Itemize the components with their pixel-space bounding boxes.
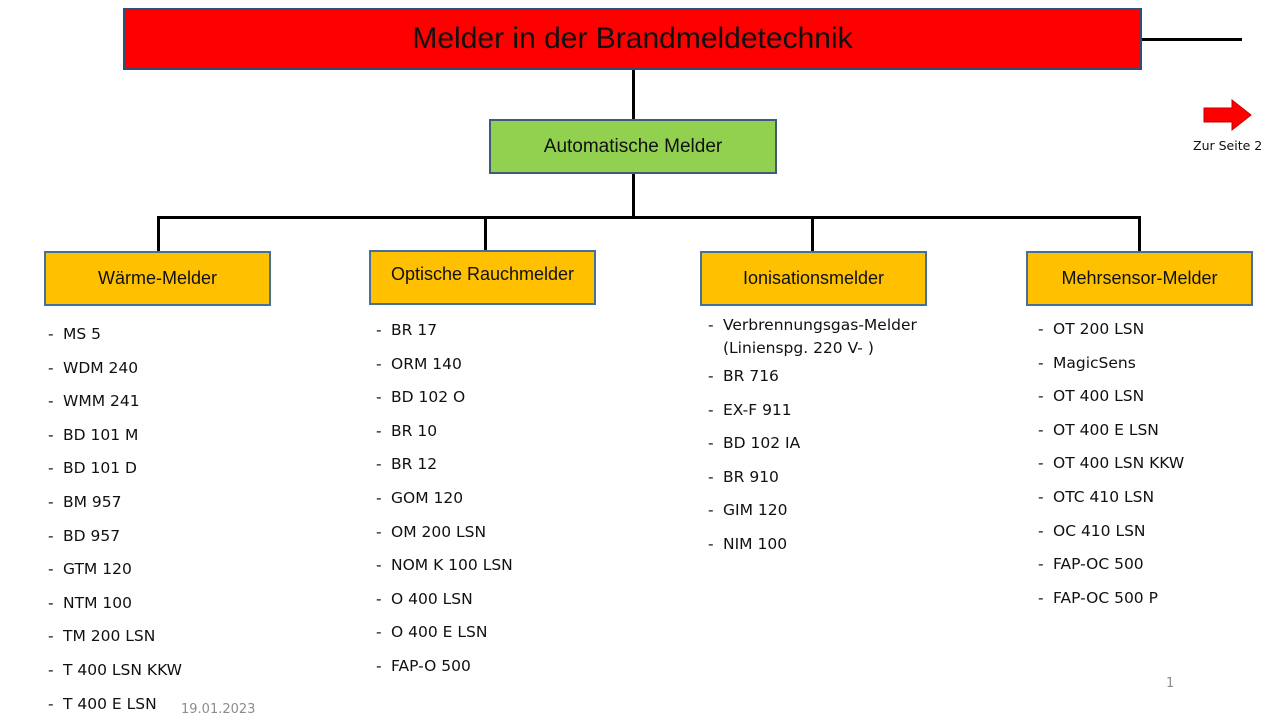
list-item: -BR 12 (376, 455, 438, 474)
list-item: -GIM 120 (708, 501, 788, 520)
list-item: -BR 10 (376, 421, 438, 440)
footer-date: 19.01.2023 (181, 702, 256, 717)
list-item: -EX-F 911 (708, 400, 792, 419)
connector-auto-to-bus (632, 174, 635, 218)
list-item: -WMM 241 (48, 392, 140, 411)
list-item: - Verbrennungsgas-Melder(Linienspg. 220 … (708, 316, 917, 357)
automatic-detectors-label: Automatische Melder (543, 135, 723, 157)
list-item: -NTM 100 (48, 593, 132, 612)
list-item: -BD 102 O (376, 388, 466, 407)
list-item: -BR 716 (708, 367, 779, 385)
list-item: -T 400 LSN KKW (48, 660, 183, 679)
list-item: -TM 200 LSN (48, 627, 156, 646)
list-item: -BD 101 M (48, 425, 139, 444)
list-item: -OTC 410 LSN (1038, 487, 1155, 506)
connector-title-to-auto (632, 70, 635, 119)
list-item: -BM 957 (48, 492, 122, 511)
category-ionisation-detectors: Ionisationsmelder (700, 251, 927, 306)
connector-drop-3 (811, 216, 814, 252)
list-item: -BD 102 IA (708, 434, 801, 453)
list-item: -WDM 240 (48, 358, 139, 377)
multisensor-detector-list: -OT 200 LSN -MagicSens -OT 400 LSN -OT 4… (1038, 320, 1184, 622)
page-title-box: Melder in der Brandmeldetechnik (123, 8, 1142, 70)
list-item: -O 400 E LSN (376, 623, 488, 642)
list-item: -OC 410 LSN (1038, 521, 1146, 540)
title-side-line (1142, 38, 1242, 41)
arrow-right-icon[interactable] (1202, 98, 1254, 132)
ionisation-detector-list: - Verbrennungsgas-Melder(Linienspg. 220 … (708, 316, 917, 569)
list-item: -FAP-OC 500 P (1038, 588, 1158, 607)
category-label: Mehrsensor-Melder (1061, 268, 1218, 288)
page-number: 1 (1166, 676, 1175, 691)
next-page-link[interactable]: Zur Seite 2 (1190, 98, 1265, 158)
page-title: Melder in der Brandmeldetechnik (412, 22, 853, 55)
category-label: Optische Rauchmelder (390, 264, 575, 284)
list-item: -ORM 140 (376, 354, 462, 373)
list-item: -OM 200 LSN (376, 522, 487, 541)
list-item: -BR 17 (376, 321, 438, 339)
list-item: -GOM 120 (376, 488, 464, 507)
category-heat-detectors: Wärme-Melder (44, 251, 271, 306)
category-label: Wärme-Melder (97, 268, 217, 288)
list-item: -T 400 E LSN (48, 694, 157, 713)
list-item: -O 400 LSN (376, 589, 473, 608)
list-item: -NOM K 100 LSN (376, 556, 513, 575)
category-optical-smoke-detectors: Optische Rauchmelder (369, 250, 596, 305)
list-item: -BD 957 (48, 526, 121, 545)
next-page-label[interactable]: Zur Seite 2 (1193, 138, 1263, 153)
list-item: -OT 200 LSN (1038, 320, 1145, 338)
list-item: -FAP-OC 500 (1038, 555, 1144, 574)
list-item: -BR 910 (708, 467, 779, 486)
connector-drop-4 (1138, 216, 1141, 252)
category-multisensor-detectors: Mehrsensor-Melder (1026, 251, 1253, 306)
heat-detector-list: -MS 5 -WDM 240 -WMM 241 -BD 101 M -BD 10… (48, 325, 182, 728)
connector-drop-1 (157, 216, 160, 252)
automatic-detectors-box: Automatische Melder (489, 119, 777, 174)
list-item: -BD 101 D (48, 459, 137, 478)
list-item: -OT 400 E LSN (1038, 420, 1159, 439)
list-item: -GTM 120 (48, 560, 132, 579)
optical-detector-list: -BR 17 -ORM 140 -BD 102 O -BR 10 -BR 12 … (376, 321, 513, 691)
list-item: -MagicSens (1038, 353, 1136, 372)
connector-drop-2 (484, 216, 487, 251)
category-label: Ionisationsmelder (742, 268, 885, 288)
list-item: -MS 5 (48, 325, 102, 343)
connector-bus (157, 216, 1141, 219)
list-item: -OT 400 LSN KKW (1038, 454, 1185, 473)
list-item: -OT 400 LSN (1038, 387, 1145, 406)
list-item: -FAP-O 500 (376, 656, 471, 675)
list-item: -NIM 100 (708, 534, 788, 553)
